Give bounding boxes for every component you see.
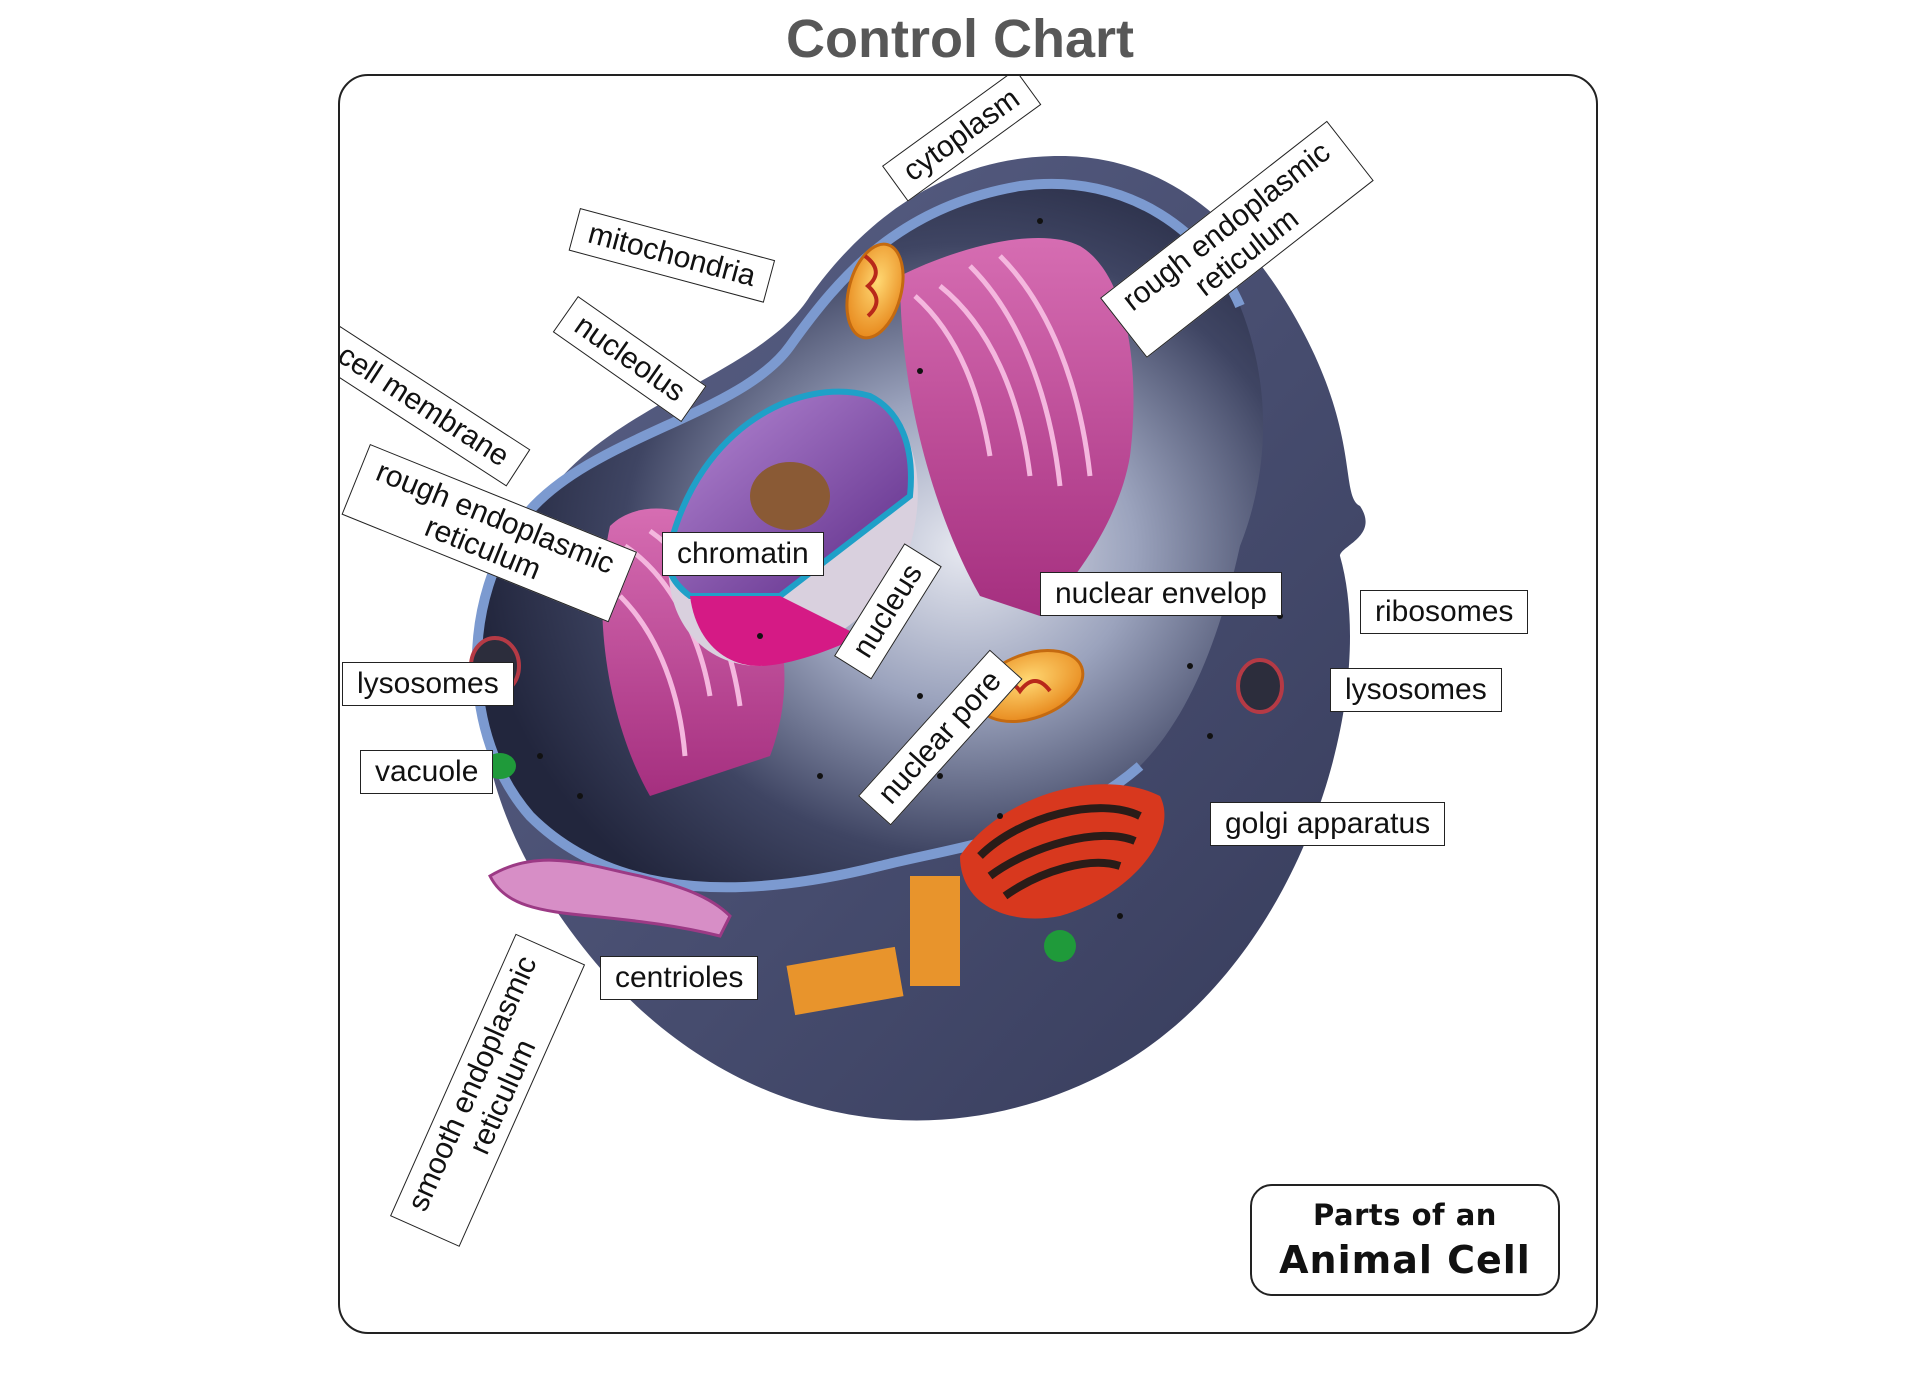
animal-cell-illustration [469,156,1366,1121]
diagram-frame: cytoplasm rough endoplasmic reticulum mi… [338,74,1598,1334]
label-chromatin: chromatin [662,532,824,576]
rough-er-right-shape [900,237,1134,616]
label-centrioles: centrioles [600,956,759,1000]
lysosome-shape-right [1236,658,1284,714]
label-lysosomes-right: lysosomes [1330,668,1502,712]
ribosome-dots [537,218,1283,919]
label-golgi-apparatus: golgi apparatus [1210,802,1446,846]
nucleolus-shape [750,462,830,530]
label-ribosomes: ribosomes [1360,590,1529,634]
label-nuclear-envelop: nuclear envelop [1040,572,1282,616]
smooth-er-shape [488,858,732,938]
label-vacuole: vacuole [360,750,494,794]
centrioles-shape [786,876,960,1016]
diagram-title-line2: Animal Cell [1279,1238,1531,1282]
vacuole-shape-right [1044,930,1076,962]
golgi-shape [960,784,1165,919]
diagram-title-line1: Parts of an [1313,1198,1497,1232]
page-title: Control Chart [786,9,1134,69]
diagram-title-box: Parts of an Animal Cell [1250,1184,1560,1296]
label-lysosomes-left: lysosomes [342,662,514,706]
